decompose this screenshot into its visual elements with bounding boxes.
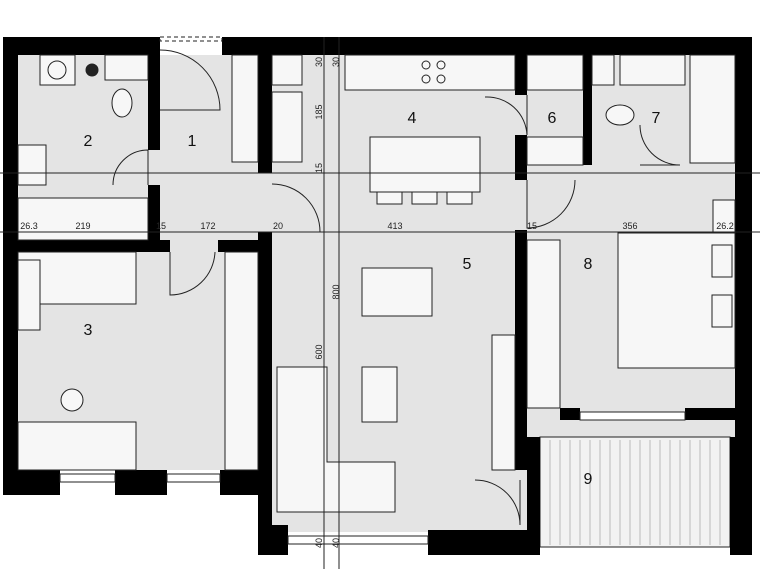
dimension-label: 185 xyxy=(314,104,324,120)
room-label-8: 8 xyxy=(583,256,593,273)
dimension-label: 30 xyxy=(314,56,324,68)
doors xyxy=(112,49,681,526)
dimension-label: 40 xyxy=(314,537,324,549)
dimension-label: 26.3 xyxy=(20,221,38,231)
dimension-label: 600 xyxy=(314,344,324,360)
furniture xyxy=(17,54,736,513)
balcony-9 xyxy=(539,436,731,548)
dimension-label: 20 xyxy=(272,221,284,231)
room-label-9: 9 xyxy=(583,471,593,488)
dimension-label: 172 xyxy=(200,221,216,231)
dimension-label: 30 xyxy=(331,56,341,68)
dimension-label: 219 xyxy=(75,221,91,231)
room-label-5: 5 xyxy=(462,256,472,273)
dimension-label: 40 xyxy=(331,537,341,549)
dimension-lines xyxy=(0,37,760,569)
room-label-4: 4 xyxy=(407,110,417,127)
windows xyxy=(59,36,686,545)
dimension-label: 413 xyxy=(387,221,403,231)
room-label-1: 1 xyxy=(187,133,197,150)
room-label-7: 7 xyxy=(651,110,661,127)
balcony-slats xyxy=(549,440,721,545)
dimension-label: 800 xyxy=(331,284,341,300)
room-label-2: 2 xyxy=(83,133,93,150)
dimension-label: 15 xyxy=(526,221,538,231)
room-label-6: 6 xyxy=(547,110,557,127)
walls xyxy=(3,37,752,555)
dimension-label: 15 xyxy=(314,162,324,174)
dimension-label: 15 xyxy=(155,221,167,231)
dimension-label: 356 xyxy=(622,221,638,231)
room-label-3: 3 xyxy=(83,322,93,339)
dimension-label: 26.2 xyxy=(716,221,734,231)
